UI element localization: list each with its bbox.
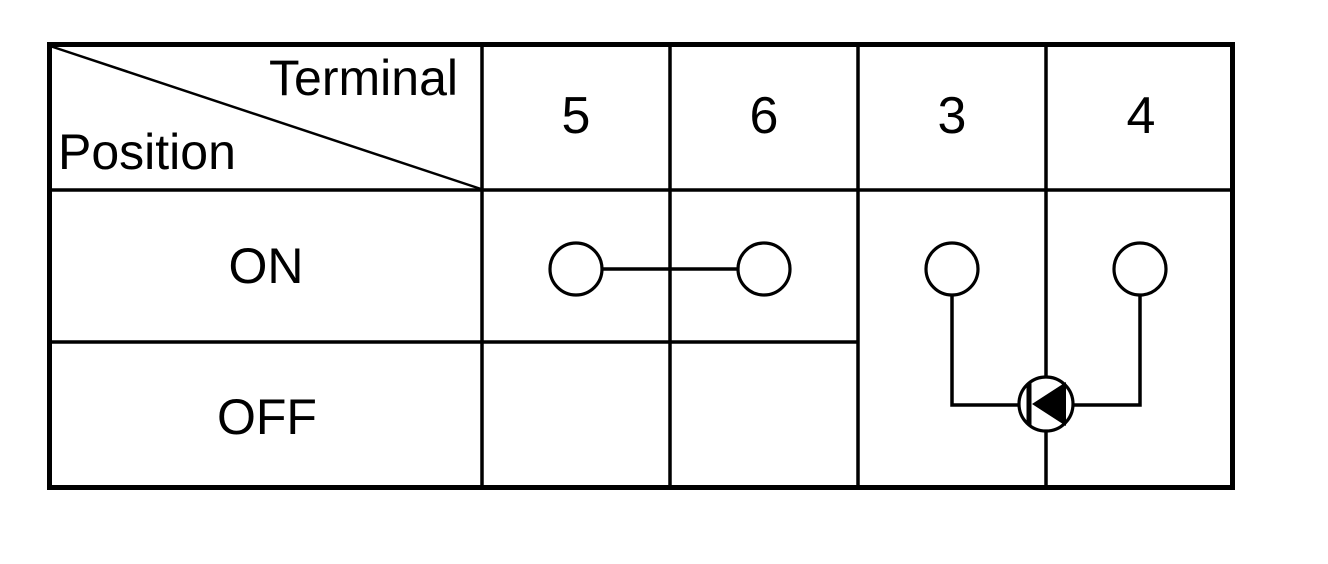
corner-terminal-label: Terminal — [269, 50, 458, 106]
terminal-column-label-6: 6 — [750, 87, 779, 145]
terminal-6-contact-circle-icon — [736, 241, 792, 297]
terminal-3-contact-circle-icon — [924, 241, 980, 297]
terminal-column-label-4: 4 — [1127, 87, 1156, 145]
corner-cell-diagonal-line — [49, 44, 482, 191]
connection-3-4-diode-lamp — [924, 241, 1168, 433]
terminal-5-contact-circle-icon — [548, 241, 604, 297]
diode-triangle — [1032, 382, 1066, 426]
connection-on-5-6 — [548, 241, 792, 297]
corner-position-label: Position — [58, 124, 236, 180]
terminal-column-label-5: 5 — [562, 87, 591, 145]
position-row-label-off: OFF — [217, 389, 317, 445]
terminal-column-label-3: 3 — [938, 87, 967, 145]
position-row-label-on: ON — [229, 238, 304, 294]
diode-lamp-icon — [1017, 375, 1075, 433]
diode-cathode-bar — [1026, 383, 1032, 425]
terminal-4-contact-circle-icon — [1112, 241, 1168, 297]
